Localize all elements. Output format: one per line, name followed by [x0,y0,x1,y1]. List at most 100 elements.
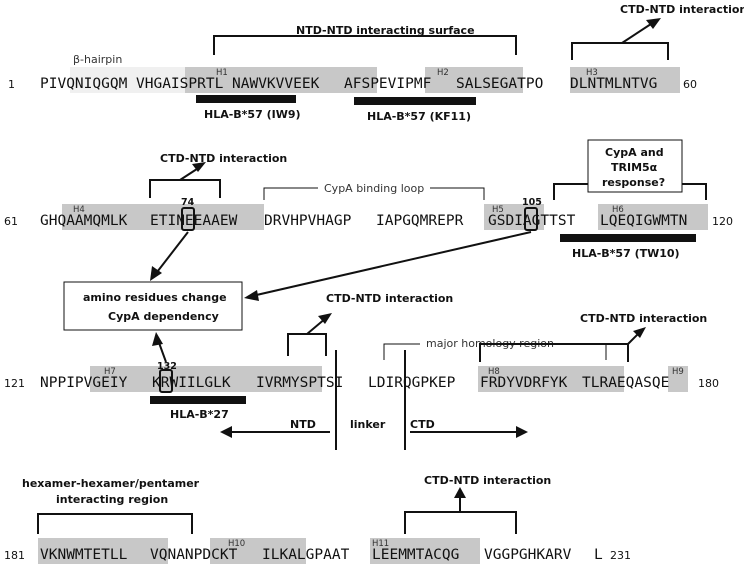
helix-h10-region [210,538,306,564]
amino-residues-label-line1: amino residues change [83,291,227,304]
sequence-segment: SALSEGATPO [456,76,543,92]
sequence-segment: NPPIPVGEIY [40,375,128,391]
residue-74-box [181,207,195,231]
ntd-label: NTD [290,418,316,431]
beta-hairpin-label: β-hairpin [73,53,122,66]
sequence-segment: ILKALGPAAT [262,547,350,563]
helix-label-h5: H5 [492,205,504,215]
ctd-ntd-interaction-label: CTD-NTD interaction [424,474,551,487]
helix-label-h10: H10 [228,539,245,549]
arrow-head [150,266,162,281]
row-start-number: 61 [4,215,18,228]
arrow-head [192,162,206,172]
cypa-binding-loop-label: CypA binding loop [324,182,424,195]
sequence-segment: VHGAISPRTL [136,76,224,92]
sequence-segment: VQNANPDCKT [150,547,238,563]
cypa-trim-label-line2: TRIM5α [611,161,658,174]
arrow-shaft [251,231,532,297]
ntd-ntd-surface-label: NTD-NTD interacting surface [296,24,475,37]
hla-tw10-label: HLA-B*57 (TW10) [572,247,680,260]
sequence-segment: VGGPGHKARV [484,547,572,563]
helix-label-h11: H11 [372,539,389,549]
sequence-segment: L [594,547,603,563]
hla-kf11-label: HLA-B*57 (KF11) [367,110,471,123]
beta-hairpin-region [70,67,185,93]
helix-label-h8: H8 [488,367,500,377]
hla-iw9-bar [196,95,296,103]
ctd-ntd-interaction-label: CTD-NTD interaction [326,292,453,305]
residue-74-number: 74 [181,197,195,208]
amino-residues-callout: amino residues change CypA dependency [63,231,532,363]
sequence-segment: IAPGQMREPR [376,213,464,229]
cypa-trim5a-box [587,139,683,193]
sequence-segment: GHQAAMQMLK [40,213,128,229]
row-4: H10 H11 181 VKNWMTETLL VQNANPDCKT ILKALG… [4,474,631,564]
helix-label-h6: H6 [612,205,624,215]
row-3: H7 H8 H9 121 NPPIPVGEIY KRWIILGLK IVRMYS… [4,292,719,450]
arrow-head [633,327,646,338]
helix-h3-region [570,67,680,93]
row-start-number: 1 [8,78,15,91]
ctd-ntd-interaction-label: CTD-NTD interaction [620,3,744,16]
cypa-trim-bracket [553,183,707,200]
helix-h6-region [598,204,708,230]
sequence-segment: GSDIAGTTST [488,213,576,229]
amino-residues-box [63,281,243,331]
row-end-number: 180 [698,377,719,390]
hla-iw9-label: HLA-B*57 (IW9) [204,108,301,121]
hexamer-bracket [37,513,193,534]
hexamer-label-line2: interacting region [56,493,168,506]
arrow-shaft [621,21,655,44]
hexamer-region-shade [38,538,168,564]
sequence-segment: LQEQIGWMTN [600,213,687,229]
hla-kf11-bar [354,97,476,105]
helix-h11-region [370,538,480,564]
ntd-ntd-bracket [213,35,517,55]
label-backdrop [420,334,558,350]
residue-132-box [159,369,173,393]
sequence-segment: LDIRQGPKEP [368,375,456,391]
row-1: H1 H2 H3 β-hairpin 1 PIVQNIQGQM VHGAISPR… [8,3,744,123]
helix-h7-region [90,366,322,392]
hla-tw10-bar [560,234,696,242]
arrow-head [318,313,332,324]
helix-h4-region [62,204,176,230]
arrow-head [516,426,528,438]
linker-label: linker [350,418,386,431]
amino-residues-label-line2: CypA dependency [108,310,219,323]
ctd-ntd-interaction-label: CTD-NTD interaction [580,312,707,325]
sequence-segment: FRDYVDRFYK [480,375,568,391]
residue-105-box [524,207,538,231]
helix-label-h7: H7 [104,367,116,377]
ctd-ntd-bracket [287,333,327,356]
sequence-segment: KRWIILGLK [152,375,231,391]
helix-h1-region [185,67,377,93]
helix-h9-region [668,366,688,392]
sequence-segment: AFSPEVIPMF [344,76,431,92]
ctd-ntd-bracket [571,42,669,60]
row-2: H4 H5 H6 61 GHQAAMQMLK ETINEEAAEW DRVHPV… [4,139,733,260]
label-backdrop [318,179,430,195]
arrow-head [244,290,259,301]
helix-label-h3: H3 [586,68,598,78]
arrow-head [152,332,163,346]
row-end-number: 231 [610,549,631,562]
ctd-ntd-bracket [479,343,629,362]
ctd-label: CTD [410,418,435,431]
helix-h8-region [478,366,624,392]
residue-105-number: 105 [522,197,542,208]
residue-132-number: 132 [157,361,177,372]
hla-b27-bar [150,396,246,404]
helix-label-h9: H9 [672,367,684,377]
row-start-number: 181 [4,549,25,562]
row-end-number: 60 [683,78,697,91]
sequence-segment: DRVHPVHAGP [264,213,352,229]
sequence-segment: IVRMYSPTSI [256,375,343,391]
arrow-head [454,487,466,498]
cypa-trim-label-line3: response? [602,176,665,189]
ctd-ntd-bracket [404,511,517,534]
hla-b27-label: HLA-B*27 [170,408,229,421]
arrow-shaft [153,231,189,277]
helix-label-h4: H4 [73,205,85,215]
